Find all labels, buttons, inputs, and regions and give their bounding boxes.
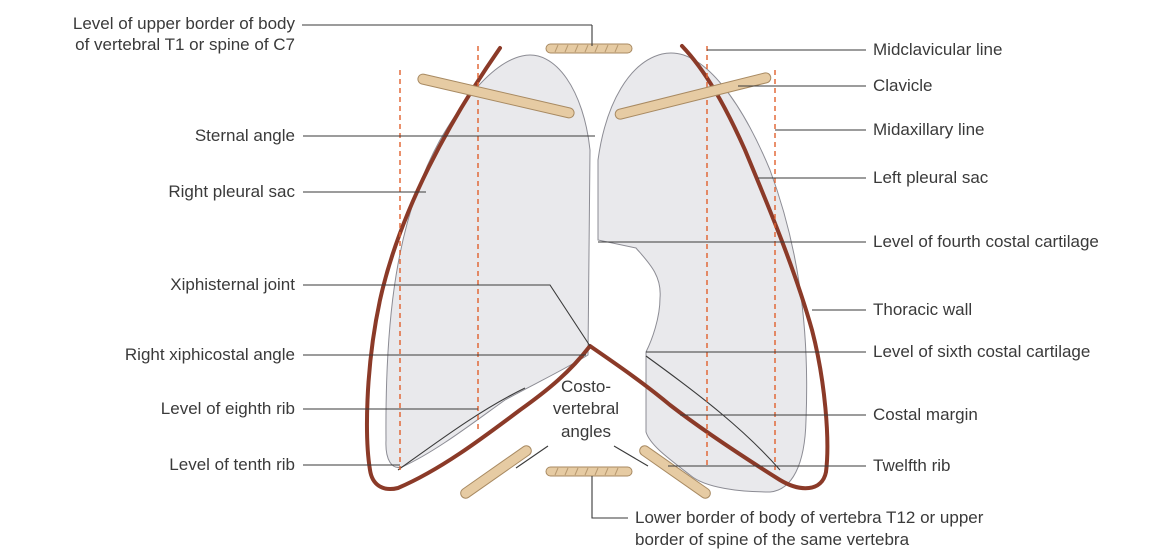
midaxillary-line-label: Midaxillary line <box>873 120 984 139</box>
eighth-rib-label: Level of eighth rib <box>161 399 295 418</box>
t1-spinous-process-bone <box>546 44 632 53</box>
tenth-rib-label: Level of tenth rib <box>169 455 295 474</box>
left-pleural-sac-label: Left pleural sac <box>873 168 989 187</box>
t12-level-label-line2: border of spine of the same vertebra <box>635 530 910 549</box>
costal-margin-label: Costal margin <box>873 405 978 424</box>
t1-level-label-line1: Level of upper border of body <box>73 14 296 33</box>
midclavicular-line-label: Midclavicular line <box>873 40 1002 59</box>
xiphisternal-joint-label: Xiphisternal joint <box>170 275 295 294</box>
t12-level-leader <box>592 476 628 518</box>
costovertebral-label-line1: Costo- <box>561 377 611 396</box>
t12-level-label-line1: Lower border of body of vertebra T12 or … <box>635 508 984 527</box>
right-twelfth-rib-bone <box>459 444 534 500</box>
costovertebral-label-line3: angles <box>561 422 611 441</box>
costovertebral-label-line2: vertebral <box>553 399 619 418</box>
twelfth-rib-label: Twelfth rib <box>873 456 950 475</box>
right-pleural-sac-label: Right pleural sac <box>168 182 295 201</box>
thoracic-wall-label: Thoracic wall <box>873 300 972 319</box>
clavicle-label: Clavicle <box>873 76 933 95</box>
t12-spinous-process-bone <box>546 467 632 476</box>
right-xiphicostal-angle-label: Right xiphicostal angle <box>125 345 295 364</box>
fourth-costal-cartilage-label: Level of fourth costal cartilage <box>873 232 1099 251</box>
sternal-angle-label: Sternal angle <box>195 126 295 145</box>
t1-level-label-line2: of vertebral T1 or spine of C7 <box>75 35 295 54</box>
sixth-costal-cartilage-label: Level of sixth costal cartilage <box>873 342 1090 361</box>
